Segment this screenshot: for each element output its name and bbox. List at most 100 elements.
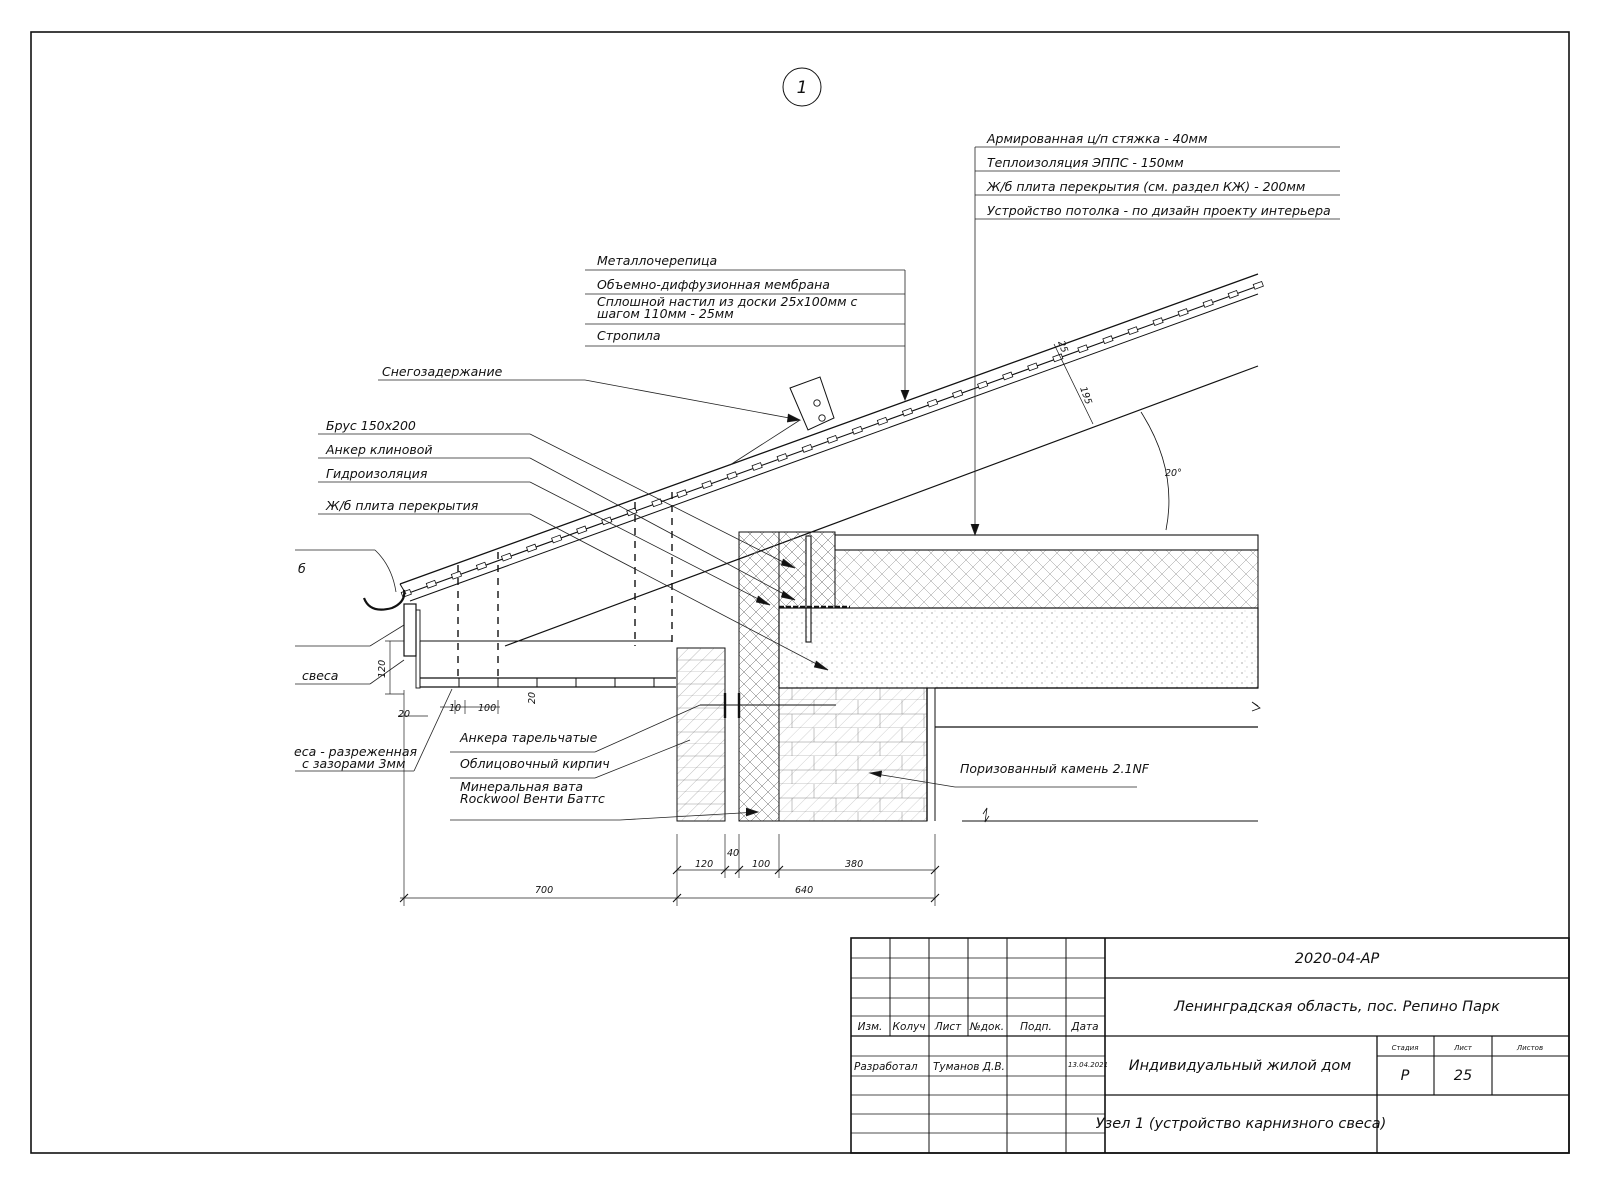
tb-col-list: Лист — [934, 1021, 962, 1033]
tb-sheet-title: Узел 1 (устройство карнизного свеса) — [1096, 1116, 1387, 1132]
tb-col-data: Дата — [1070, 1021, 1098, 1033]
tile-rib — [400, 588, 412, 598]
node-marker-number: 1 — [797, 78, 808, 98]
dim-10: 10 — [449, 703, 461, 714]
label-slab: Ж/б плита перекрытия — [325, 498, 479, 513]
dimension-labels: 25 195 20° 120 20 10 100 20 120 40 100 3… — [377, 339, 1182, 896]
roof-assembly — [362, 273, 1264, 647]
tile-rib — [801, 444, 813, 453]
label-gutter-partial: б — [298, 561, 306, 576]
tb-sheet-header: Лист — [1453, 1044, 1473, 1052]
tile-rib — [525, 543, 538, 553]
label-disc-anchors: Анкера тарельчатые — [459, 730, 598, 745]
tile-rib — [951, 389, 964, 399]
roof-slab-assembly — [778, 534, 1261, 823]
dimension-tick — [774, 865, 784, 875]
tile-rib — [776, 453, 788, 462]
label-metal-tile: Металлочерепица — [597, 253, 717, 268]
tile-rib — [551, 534, 563, 544]
tile-rib — [901, 407, 914, 417]
label-ceiling: Устройство потолка - по дизайн проекту и… — [987, 203, 1331, 218]
dim-40: 40 — [727, 848, 739, 859]
dim-640: 640 — [795, 885, 813, 896]
tb-col-koluch: Колуч — [892, 1021, 925, 1033]
dim-195: 195 — [1077, 385, 1094, 406]
tile-rib — [726, 471, 738, 480]
tb-author: Туманов Д.В. — [933, 1061, 1005, 1073]
label-membrane: Объемно-диффузионная мембрана — [597, 277, 830, 292]
dim-700: 700 — [535, 885, 553, 896]
tile-rib — [826, 434, 838, 444]
tile-rib — [500, 552, 513, 562]
tb-stage-header: Стадия — [1392, 1044, 1419, 1052]
tb-sheet-no: 25 — [1454, 1068, 1472, 1084]
label-porous-stone: Поризованный камень 2.1NF — [960, 761, 1150, 776]
label-decking-1: Сплошной настил из доски 25х100мм с — [597, 294, 858, 309]
tile-ribs — [400, 280, 1264, 598]
label-wedge-anchor: Анкер клиновой — [325, 442, 433, 457]
dimension-tick — [672, 893, 682, 903]
tile-rib — [1177, 308, 1189, 317]
tile-rib — [1202, 299, 1214, 308]
dimension-ticks — [399, 865, 940, 903]
gutter — [362, 589, 406, 611]
dimension-tick — [734, 865, 744, 875]
dimension-tick — [930, 865, 940, 875]
wall-assembly — [676, 531, 936, 822]
tile-rib — [425, 579, 437, 589]
dim-20a: 20 — [398, 709, 410, 720]
tile-rib — [601, 516, 613, 526]
tb-role: Разработал — [854, 1061, 918, 1073]
tile-rib — [1002, 371, 1014, 381]
tile-rib — [1102, 335, 1114, 345]
tb-project: Индивидуальный жилой дом — [1129, 1058, 1352, 1074]
dim-100a: 100 — [478, 703, 496, 714]
tile-rib — [1027, 362, 1039, 372]
dimension-tick — [399, 893, 409, 903]
dim-25: 25 — [1055, 339, 1069, 354]
label-mineral-wool-2: Rockwool Венти Баттс — [460, 791, 605, 806]
tb-code: 2020-04-АР — [1295, 951, 1380, 967]
tile-rib — [1052, 353, 1064, 363]
label-snow-guard: Снегозадержание — [382, 364, 503, 379]
label-rafters: Стропила — [597, 328, 661, 343]
tb-date: 13.04.2021 — [1068, 1061, 1108, 1069]
tile-rib — [1227, 290, 1239, 299]
dimension-tick — [672, 865, 682, 875]
snow-guard — [789, 376, 835, 431]
dimension-tick — [930, 893, 940, 903]
label-soffit-sparse-2: с зазорами 3мм — [302, 756, 405, 771]
tile-rib — [651, 498, 663, 508]
node-marker: 1 — [782, 67, 822, 107]
fascia-board — [403, 603, 417, 657]
tb-location: Ленинградская область, пос. Репино Парк — [1173, 999, 1500, 1015]
tile-rib — [751, 462, 763, 471]
dim-angle: 20° — [1165, 468, 1182, 479]
tb-col-podp: Подп. — [1020, 1021, 1052, 1033]
tile-rib — [576, 525, 588, 535]
soffit-frame — [403, 603, 676, 689]
tile-rib — [1127, 326, 1139, 336]
tile-rib — [450, 570, 463, 580]
dim-380: 380 — [845, 859, 863, 870]
label-beam: Брус 150х200 — [326, 418, 416, 433]
dimension-tick — [720, 865, 730, 875]
tb-col-ndok: №док. — [969, 1021, 1004, 1033]
screed-layer — [834, 534, 1259, 551]
tile-rib — [876, 416, 889, 426]
annotation-labels: Армированная ц/п стяжка - 40мм Теплоизол… — [294, 131, 1331, 806]
dim-100: 100 — [752, 859, 770, 870]
rc-slab — [778, 607, 1259, 689]
tile-rib — [1252, 280, 1264, 290]
tb-stage: Р — [1401, 1068, 1410, 1084]
tile-rib — [926, 398, 939, 408]
soffit-boards — [419, 678, 655, 687]
label-soffit-partial: свеса — [302, 668, 338, 683]
label-waterproofing: Гидроизоляция — [326, 466, 428, 481]
title-block — [850, 937, 1570, 1154]
soffit-frame-dashed — [457, 492, 673, 678]
tb-col-izm: Изм. — [858, 1021, 883, 1033]
sheet-frame — [30, 31, 1570, 1154]
tile-rib — [1152, 317, 1164, 326]
dim-20b: 20 — [527, 692, 538, 704]
